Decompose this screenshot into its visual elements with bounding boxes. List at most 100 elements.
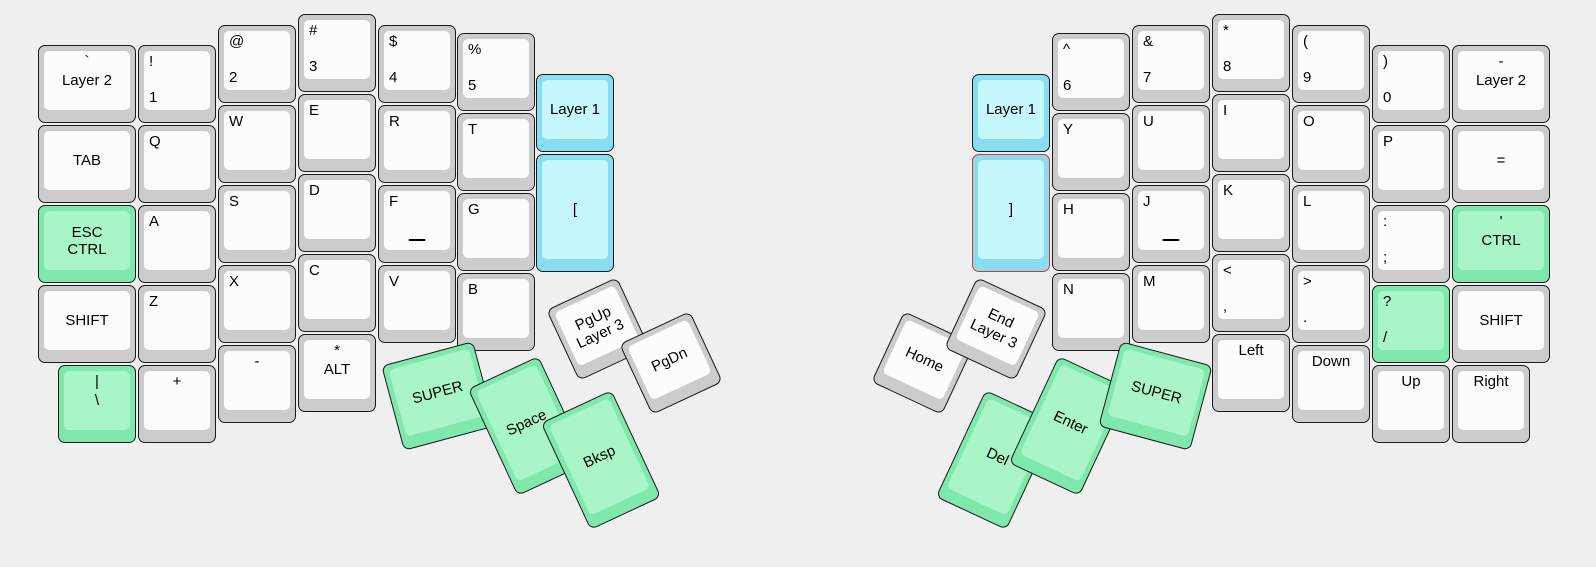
key-l-c[interactable]: C [298,254,376,332]
key-l-alt[interactable]: *ALT [298,334,376,412]
key-r-semi[interactable]: :; [1372,205,1450,283]
keycap: T [463,119,529,178]
key-l-b[interactable]: B [457,273,535,351]
key-legend: @ [229,33,245,50]
key-l-d[interactable]: D [298,174,376,252]
keycap: G [463,199,529,258]
key-l-w[interactable]: W [218,105,296,183]
key-l-v[interactable]: V [378,265,456,343]
key-l-plus[interactable]: + [138,365,216,443]
key-legend: Bksp [580,441,619,472]
key-r-left[interactable]: Left [1212,334,1290,412]
key-r-m[interactable]: M [1132,265,1210,343]
key-l-g[interactable]: G [457,193,535,271]
keycap: )0 [1378,51,1444,110]
keycap: Down [1298,351,1364,410]
key-r-gt[interactable]: >. [1292,265,1370,343]
key-legend: PgDn [648,343,690,376]
key-l-4[interactable]: $4 [378,25,456,103]
key-l-layer1[interactable]: Layer 1 [536,74,614,152]
keycap: W [224,111,290,170]
key-l-3[interactable]: #3 [298,14,376,92]
key-r-lt[interactable]: <, [1212,254,1290,332]
key-legend: Layer 2 [61,71,113,89]
key-l-esc-ctrl[interactable]: ESC CTRL [38,205,136,283]
key-legend: End Layer 3 [967,304,1021,352]
key-legend: Layer 1 [985,100,1037,118]
keycap: = [1458,131,1544,190]
key-legend: ! [149,53,154,70]
key-r-equals[interactable]: = [1452,125,1550,203]
key-legend: ( [1303,33,1308,50]
key-legend: # [309,22,318,39]
key-l-s[interactable]: S [218,185,296,263]
keycap: ?/ [1378,291,1444,350]
key-r-layer2[interactable]: -Layer 2 [1452,45,1550,123]
key-l-2[interactable]: @2 [218,25,296,103]
key-r-9[interactable]: (9 [1292,25,1370,103]
key-l-tab[interactable]: TAB [38,125,136,203]
key-r-h[interactable]: H [1052,193,1130,271]
key-legend: 4 [389,69,398,86]
key-l-5[interactable]: %5 [457,33,535,111]
keycap: @2 [224,31,290,90]
key-l-shift[interactable]: SHIFT [38,285,136,363]
key-legend: Q [149,133,161,150]
key-r-layer1[interactable]: Layer 1 [972,74,1050,152]
key-r-p[interactable]: P [1372,125,1450,203]
key-r-6[interactable]: ^6 [1052,33,1130,111]
keycap: + [144,371,210,430]
key-r-l[interactable]: L [1292,185,1370,263]
keycap: - [224,351,290,410]
key-r-o[interactable]: O [1292,105,1370,183]
key-r-slash[interactable]: ?/ [1372,285,1450,363]
key-r-8[interactable]: *8 [1212,14,1290,92]
key-l-e[interactable]: E [298,94,376,172]
keycap: !1 [144,51,210,110]
keycap: SHIFT [1458,291,1544,350]
key-r-shift[interactable]: SHIFT [1452,285,1550,363]
key-legend: % [468,41,482,58]
keycap: :; [1378,211,1444,270]
key-l-x[interactable]: X [218,265,296,343]
key-r-ctrl[interactable]: 'CTRL [1452,205,1550,283]
key-legend: A [149,213,160,230]
key-r-0[interactable]: )0 [1372,45,1450,123]
key-l-minus[interactable]: - [218,345,296,423]
key-l-bracket[interactable]: [ [536,154,614,272]
keycap: K [1218,180,1284,239]
key-legend: * [1223,22,1229,39]
key-l-t[interactable]: T [457,113,535,191]
key-r-y[interactable]: Y [1052,113,1130,191]
key-r-bracket[interactable]: ] [972,154,1050,272]
key-r-j[interactable]: J [1132,185,1210,263]
key-l-layer2[interactable]: `Layer 2 [38,45,136,123]
key-l-pipe[interactable]: |\ [58,365,136,443]
keycap: %5 [463,39,529,98]
keycap: C [304,260,370,319]
key-r-super[interactable]: SUPER [1098,341,1213,451]
key-l-f[interactable]: F [378,185,456,263]
keycap: $4 [384,31,450,90]
key-r-down[interactable]: Down [1292,345,1370,423]
key-r-n[interactable]: N [1052,273,1130,351]
key-legend: ] [1008,200,1014,218]
keycap: `Layer 2 [44,51,130,110]
keycap: *ALT [304,340,370,399]
key-r-right[interactable]: Right [1452,365,1530,443]
key-r-up[interactable]: Up [1372,365,1450,443]
key-legend: Y [1063,121,1074,138]
keycap: Left [1218,340,1284,399]
key-r-u[interactable]: U [1132,105,1210,183]
key-r-k[interactable]: K [1212,174,1290,252]
key-l-a[interactable]: A [138,205,216,283]
key-legend: CTRL [1481,231,1521,249]
key-r-i[interactable]: I [1212,94,1290,172]
key-l-q[interactable]: Q [138,125,216,203]
key-l-z[interactable]: Z [138,285,216,363]
key-l-r[interactable]: R [378,105,456,183]
key-legend: TAB [72,151,102,169]
key-r-7[interactable]: &7 [1132,25,1210,103]
key-l-1[interactable]: !1 [138,45,216,123]
keycap: P [1378,131,1444,190]
